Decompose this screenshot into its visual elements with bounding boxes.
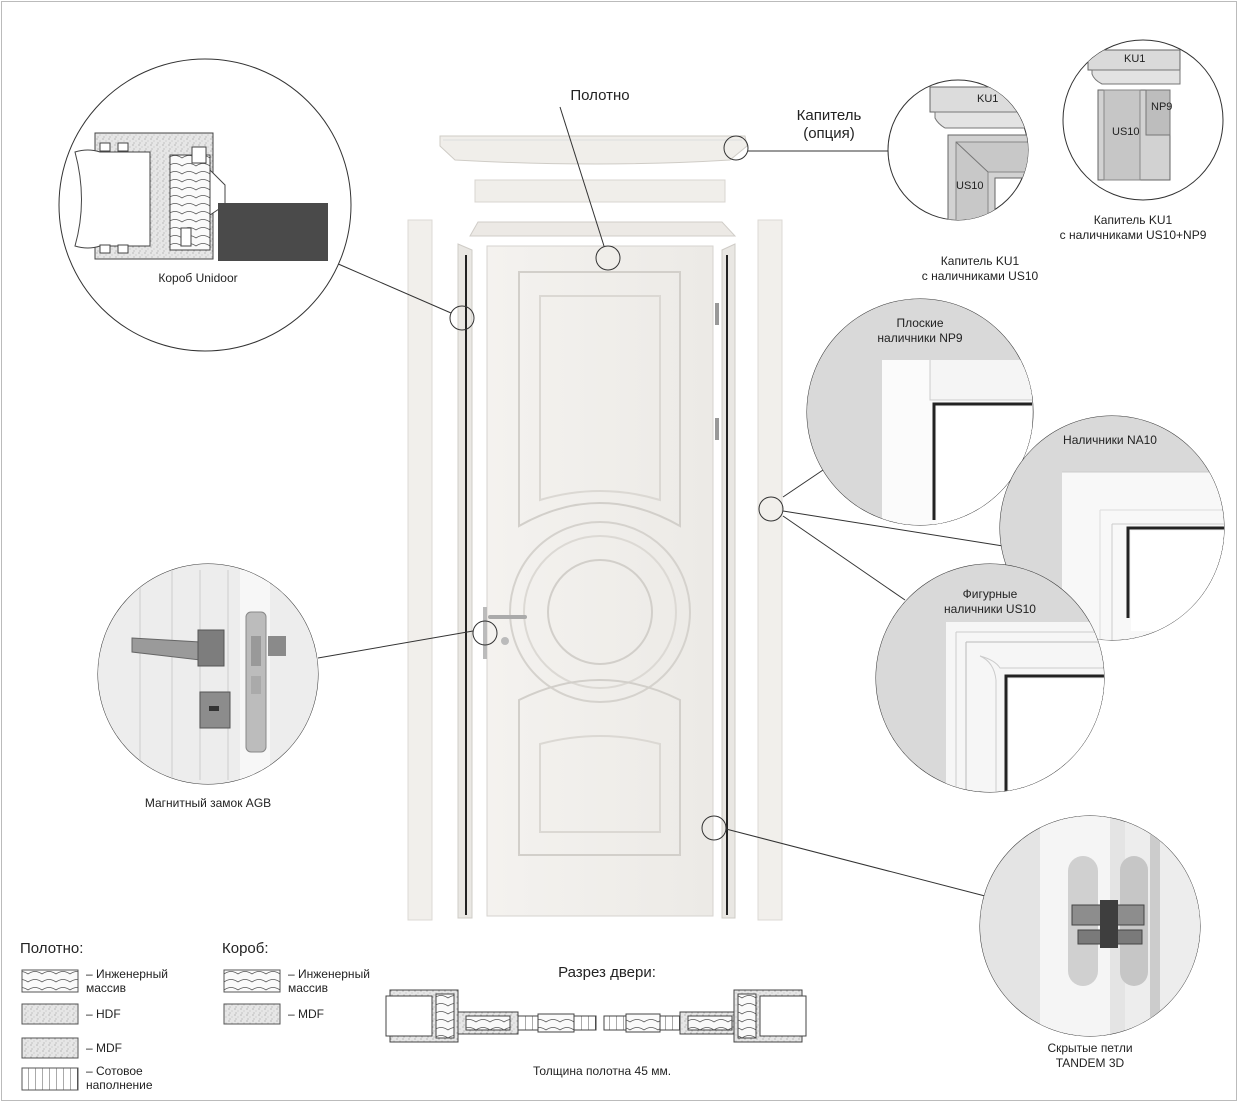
door-section bbox=[385, 989, 807, 1043]
detail-us10 bbox=[875, 563, 1105, 793]
detail-capital-us10 bbox=[887, 79, 1029, 221]
label-us10: Фигурные наличники US10 bbox=[944, 587, 1036, 616]
left-casing bbox=[407, 219, 433, 921]
detail-capital-us10-np9 bbox=[1062, 39, 1224, 201]
label-hinges: Скрытые петли TANDEM 3D bbox=[1047, 1041, 1133, 1070]
label-thickness: Толщина полотна 45 мм. bbox=[532, 1064, 672, 1078]
label-lock: Магнитный замок AGB bbox=[144, 796, 272, 810]
label-na10: Наличники NA10 bbox=[1063, 433, 1157, 447]
detail-hinges bbox=[979, 815, 1201, 1037]
callout-hinge bbox=[701, 815, 727, 841]
tag-us10-a: US10 bbox=[956, 180, 984, 192]
tag-ku1-b: KU1 bbox=[1124, 53, 1146, 65]
label-frame-box: Короб Unidoor bbox=[158, 271, 238, 285]
callout-canvas bbox=[595, 245, 621, 271]
detail-np9 bbox=[806, 298, 1034, 526]
leader-lines bbox=[317, 106, 1004, 897]
legend-canvas-item-1: – Инженерный массив bbox=[86, 967, 168, 995]
legend-canvas-item-2: – HDF bbox=[86, 1007, 121, 1021]
legend-frame-title: Короб: bbox=[222, 940, 269, 957]
capital-frieze bbox=[474, 179, 726, 203]
label-np9: Плоские наличники NP9 bbox=[877, 316, 963, 345]
label-capital: Капитель (опция) bbox=[796, 107, 862, 142]
label-section: Разрез двери: bbox=[558, 964, 656, 981]
label-canvas: Полотно bbox=[570, 87, 630, 104]
legend-frame-item-2: – MDF bbox=[288, 1007, 324, 1021]
capital-base bbox=[469, 221, 737, 237]
legend-frame-item-1: – Инженерный массив bbox=[288, 967, 370, 995]
tag-np9-b: NP9 bbox=[1151, 101, 1173, 113]
tag-ku1-a: KU1 bbox=[977, 93, 999, 105]
callout-lock bbox=[472, 620, 498, 646]
door-leaf bbox=[483, 245, 719, 917]
label-capital-us10: Капитель KU1 с наличниками US10 bbox=[921, 254, 1039, 283]
detail-frame-box bbox=[58, 58, 352, 352]
label-capital-us10-np9: Капитель KU1 с наличниками US10+NP9 bbox=[1059, 213, 1207, 242]
callout-frame bbox=[449, 305, 475, 331]
right-casing bbox=[757, 219, 783, 921]
legend-canvas-item-4: – Сотовое наполнение bbox=[86, 1064, 153, 1092]
legend-canvas-title: Полотно: bbox=[20, 940, 84, 957]
detail-na10 bbox=[999, 415, 1225, 641]
capital-cornice bbox=[439, 135, 748, 165]
detail-lock bbox=[97, 563, 319, 785]
callout-casings bbox=[758, 496, 784, 522]
legend-canvas-item-3: – MDF bbox=[86, 1041, 122, 1055]
callout-capital bbox=[723, 135, 749, 161]
tag-us10-b: US10 bbox=[1112, 126, 1140, 138]
legend-swatches bbox=[21, 969, 281, 1091]
right-jamb bbox=[721, 243, 736, 919]
